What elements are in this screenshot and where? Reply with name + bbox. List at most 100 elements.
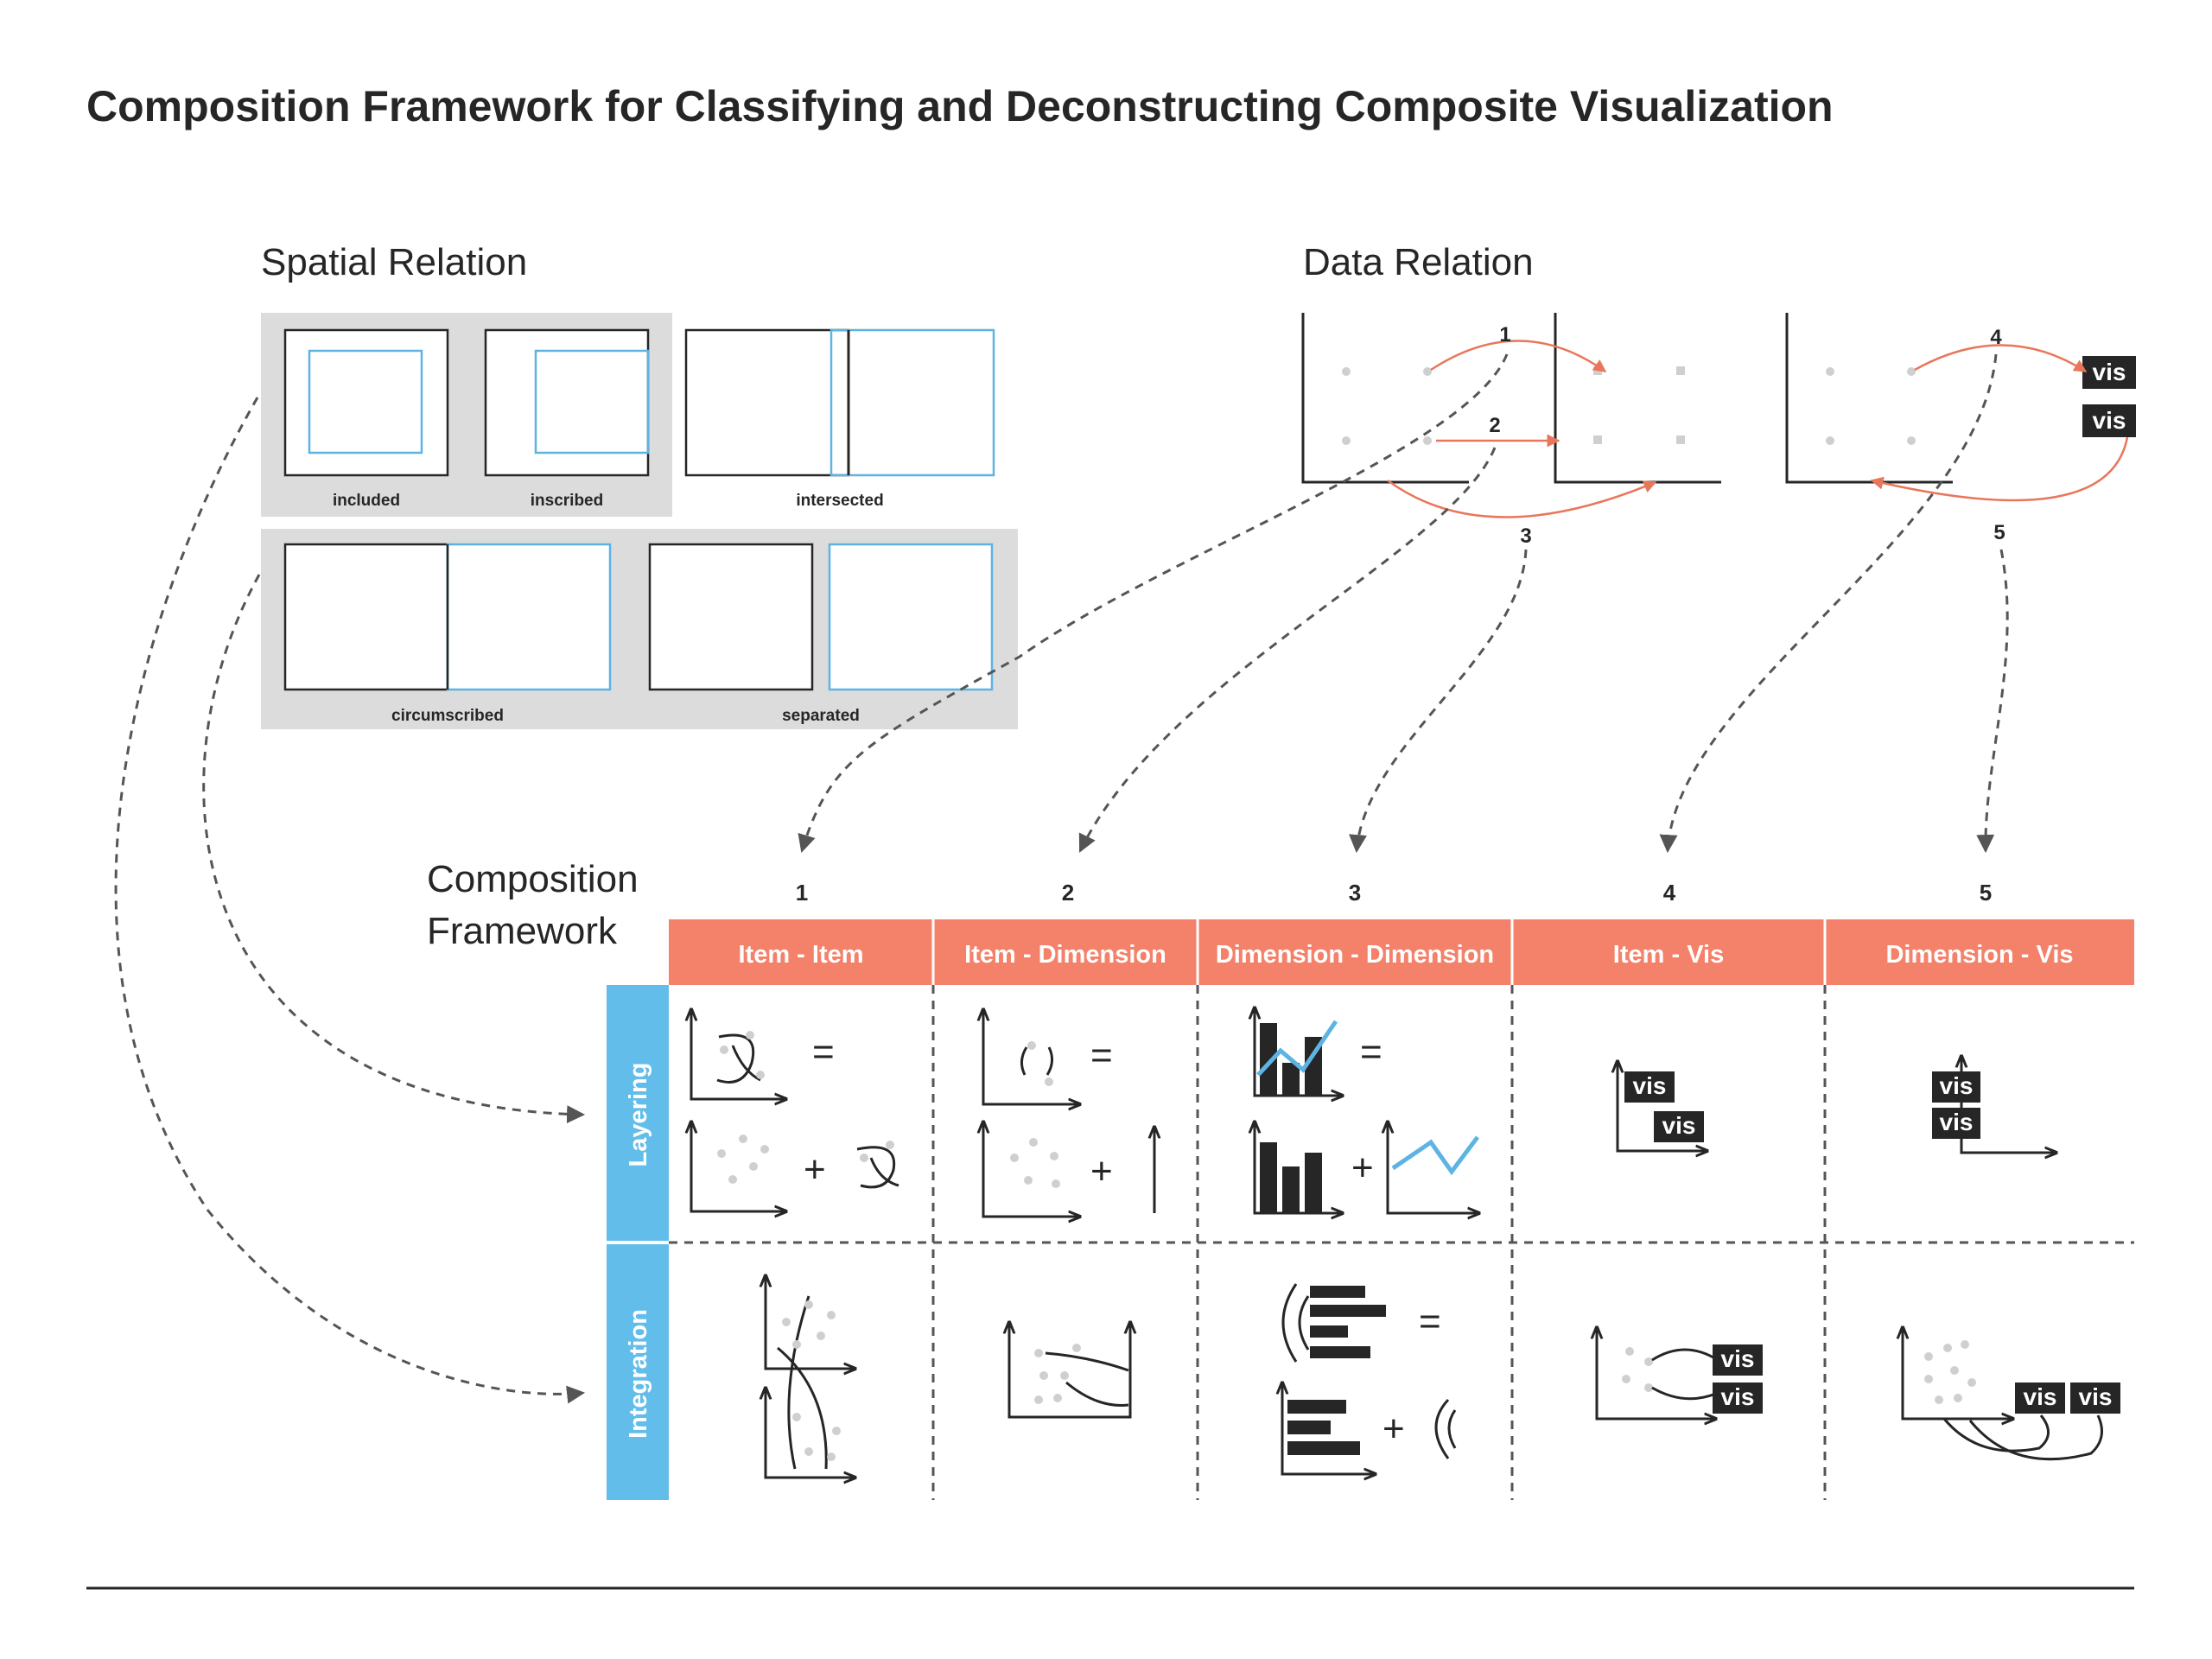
vis-tag-label: vis: [1633, 1072, 1667, 1099]
dual-axes-icon: [1009, 1322, 1130, 1419]
link-curve: [1942, 1414, 2050, 1452]
dot: [827, 1452, 836, 1461]
dot: [792, 1413, 801, 1421]
cell-integration-item-item: [766, 1275, 855, 1478]
relation-number-2: 2: [1489, 414, 1500, 437]
separated-right-box: [828, 543, 994, 691]
vis-tag: [1932, 1108, 1980, 1139]
hbar: [1287, 1441, 1360, 1455]
bar: [1260, 1142, 1277, 1213]
dot: [1039, 1371, 1048, 1380]
cell-layering-item-item: = +: [691, 1009, 899, 1211]
axes-icon: [1282, 1382, 1376, 1474]
equals-sign: =: [1360, 1031, 1382, 1073]
dot: [804, 1300, 813, 1309]
plus-sign: +: [1382, 1408, 1405, 1450]
axes-icon: [1597, 1327, 1716, 1419]
included-outer-box: [283, 328, 449, 477]
curve-mark: [1434, 1398, 1450, 1459]
dot: [1943, 1344, 1952, 1352]
axes-icon: [766, 1275, 855, 1369]
label-circumscribed: circumscribed: [391, 707, 504, 725]
bar: [1282, 1063, 1300, 1096]
cell-layering-item-dimension: = +: [983, 1009, 1154, 1217]
dot: [1072, 1344, 1081, 1352]
relation-arrow-4: [1914, 344, 2088, 373]
dot: [782, 1318, 791, 1326]
data-relation-plots: vis vis 1 2 3 4 5: [1301, 313, 2136, 548]
dot: [1961, 1340, 1969, 1349]
column-header-item-dimension: Item - Dimension: [964, 941, 1166, 969]
dot: [1907, 436, 1916, 445]
dot: [1010, 1154, 1019, 1162]
cell-integration-item-vis: vis vis: [1597, 1327, 1763, 1419]
dot: [760, 1145, 769, 1154]
dot: [832, 1427, 841, 1435]
hbar: [1287, 1400, 1346, 1414]
vis-tag-label: vis: [1662, 1112, 1696, 1139]
axes-icon: [691, 1009, 786, 1099]
curve-mark: [1046, 1046, 1053, 1076]
plus-sign: +: [804, 1148, 826, 1191]
curve-mark: [1298, 1295, 1310, 1351]
cell-integration-dimension-vis: vis vis: [1903, 1327, 2120, 1461]
dot: [1027, 1041, 1036, 1050]
dot: [860, 1154, 868, 1162]
circumscribed-left-box: [283, 543, 449, 691]
spatial-panel-bottom: circumscribed separated: [261, 529, 1018, 729]
dot: [1826, 436, 1834, 445]
inscribed-inner-box: [534, 349, 650, 454]
vis-tag: [1713, 1344, 1763, 1376]
curve-mark: [869, 1157, 899, 1187]
framework-grid: [669, 985, 2134, 1500]
dot: [1622, 1375, 1630, 1383]
plot-a-axes: [1301, 313, 1469, 484]
dot: [1625, 1347, 1634, 1356]
vis-tag: [2070, 1382, 2120, 1414]
row-label-integration-bg: [607, 1244, 669, 1500]
relation-arrow-1: [1430, 340, 1607, 373]
axes-icon: [1903, 1327, 2013, 1419]
line-series: [1391, 1135, 1479, 1176]
column-header-dimension-vis: Dimension - Vis: [1885, 941, 2073, 969]
axes-icon: [983, 1122, 1080, 1217]
header-background: [669, 919, 2134, 985]
connector-separated-to-integration: [114, 397, 586, 1404]
curve-mark: [1447, 1409, 1457, 1449]
dot: [1029, 1138, 1038, 1147]
dot: [746, 1031, 754, 1039]
link-curve: [1651, 1386, 1719, 1401]
cell-integration-item-dimension: [1009, 1322, 1130, 1419]
dot: [1342, 367, 1351, 376]
cell-integration-dimension-dimension: = +: [1282, 1283, 1457, 1474]
column-number-1: 1: [796, 880, 808, 906]
framework-heading-line2: Framework: [427, 910, 618, 952]
dot: [1342, 436, 1351, 445]
dot: [1034, 1395, 1043, 1404]
intersected-right-box: [830, 328, 995, 477]
label-intersected: intersected: [796, 492, 883, 510]
curve-mark: [856, 1146, 896, 1189]
equals-sign: =: [1090, 1034, 1113, 1077]
vis-tag-label: vis: [2079, 1383, 2113, 1410]
vis-tag: [2015, 1382, 2065, 1414]
vis-tag-label: vis: [1721, 1383, 1755, 1410]
dot: [1060, 1371, 1069, 1380]
dot: [756, 1071, 765, 1079]
dot: [1644, 1383, 1653, 1392]
connector-overlap-to-layering: [202, 574, 586, 1124]
label-included: included: [333, 492, 400, 510]
dot: [1967, 1378, 1976, 1387]
relation-number-4: 4: [1990, 326, 2002, 349]
bar: [1282, 1166, 1300, 1213]
link-curve: [1651, 1348, 1719, 1362]
cell-layering-item-vis: vis vis: [1618, 1061, 1707, 1151]
row-label-integration: Integration: [625, 1309, 652, 1439]
framework-row-labels: Layering Integration: [607, 985, 669, 1500]
curve-mark: [777, 1346, 828, 1470]
vis-tag: [1713, 1382, 1763, 1414]
vis-tag-label: vis: [1940, 1109, 1974, 1135]
hbar: [1310, 1325, 1348, 1338]
hbar: [1310, 1286, 1365, 1298]
vis-tag-label: vis: [2093, 359, 2126, 385]
